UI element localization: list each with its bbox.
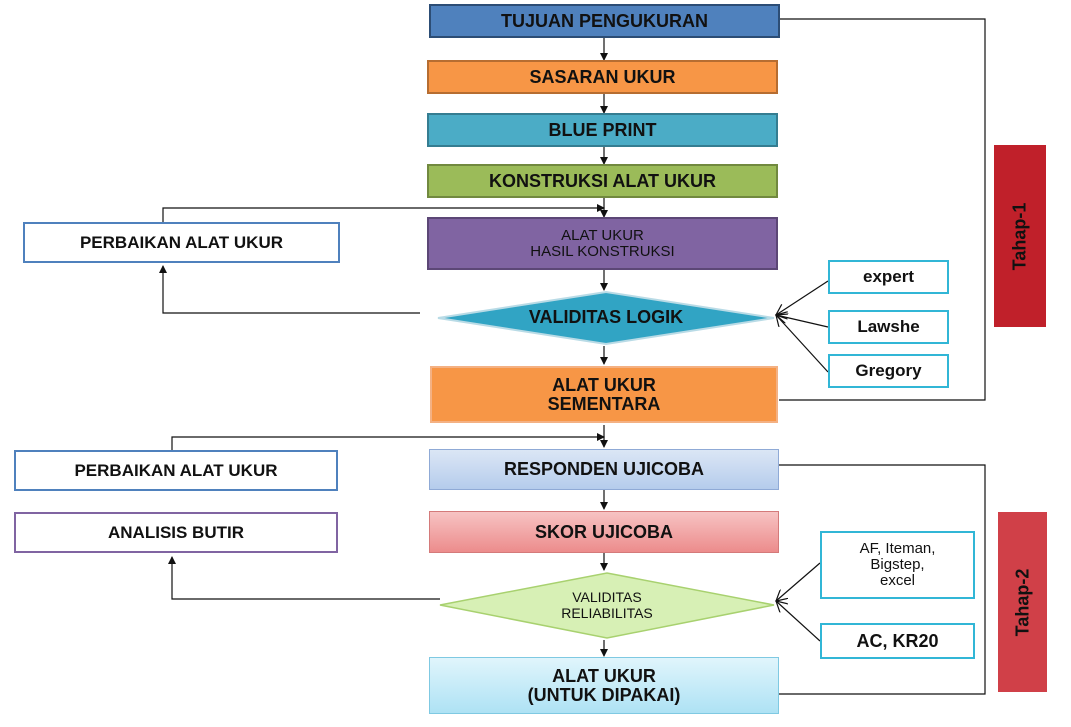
hasil-line-2: HASIL KONSTRUKSI bbox=[530, 242, 675, 260]
perbaikan-1-label: PERBAIKAN ALAT UKUR bbox=[79, 232, 284, 252]
af-line-1: AF, Iteman, bbox=[859, 540, 936, 558]
responden-ujicoba-label: RESPONDEN UJICOBA bbox=[503, 459, 705, 480]
expert-box: expert bbox=[828, 260, 949, 294]
sasaran-ukur-box: SASARAN UKUR bbox=[427, 60, 778, 94]
alat-ukur-dipakai-box: ALAT UKUR (UNTUK DIPAKAI) bbox=[429, 657, 779, 714]
tujuan-pengukuran-label: TUJUAN PENGUKURAN bbox=[500, 10, 708, 31]
validitas-reliabilitas-shape bbox=[439, 572, 775, 639]
ac-kr20-label: AC, KR20 bbox=[856, 630, 939, 651]
sementara-line-1: ALAT UKUR bbox=[552, 374, 656, 395]
validitas-reliabilitas-decision: VALIDITAS RELIABILITAS bbox=[438, 571, 776, 640]
tahap-1-bar: Tahap-1 bbox=[994, 145, 1046, 327]
alat-ukur-sementara-box: ALAT UKUR SEMENTARA bbox=[430, 366, 778, 423]
analisis-butir-box: ANALISIS BUTIR bbox=[14, 512, 338, 553]
alat-ukur-hasil-konstruksi-box: ALAT UKUR HASIL KONSTRUKSI bbox=[427, 217, 778, 270]
skor-ujicoba-label: SKOR UJICOBA bbox=[534, 521, 673, 542]
sasaran-ukur-label: SASARAN UKUR bbox=[529, 66, 676, 87]
analisis-butir-label: ANALISIS BUTIR bbox=[108, 522, 244, 542]
validitas-reliabilitas-line-1: VALIDITAS bbox=[572, 589, 642, 606]
af-iteman-box: AF, Iteman, Bigstep, excel bbox=[820, 531, 975, 599]
hasil-line-1: ALAT UKUR bbox=[561, 226, 644, 244]
konstruksi-alat-ukur-label: KONSTRUKSI ALAT UKUR bbox=[489, 170, 716, 191]
lawshe-box: Lawshe bbox=[828, 310, 949, 344]
tahap-2-label: Tahap-2 bbox=[1012, 568, 1032, 636]
dipakai-line-1: ALAT UKUR bbox=[552, 665, 656, 686]
perbaikan-alat-ukur-box-1: PERBAIKAN ALAT UKUR bbox=[23, 222, 340, 263]
tujuan-pengukuran-box: TUJUAN PENGUKURAN bbox=[429, 4, 780, 38]
af-line-2: Bigstep, bbox=[870, 556, 925, 574]
konstruksi-alat-ukur-box: KONSTRUKSI ALAT UKUR bbox=[427, 164, 778, 198]
responden-ujicoba-box: RESPONDEN UJICOBA bbox=[429, 449, 779, 490]
validitas-logik-decision: VALIDITAS LOGIK bbox=[436, 290, 776, 346]
blue-print-label: BLUE PRINT bbox=[548, 119, 657, 140]
expert-label: expert bbox=[862, 267, 915, 287]
perbaikan-alat-ukur-box-2: PERBAIKAN ALAT UKUR bbox=[14, 450, 338, 491]
lawshe-label: Lawshe bbox=[857, 317, 920, 337]
blue-print-box: BLUE PRINT bbox=[427, 113, 778, 147]
perbaikan-2-label: PERBAIKAN ALAT UKUR bbox=[74, 460, 278, 480]
validitas-logik-label: VALIDITAS LOGIK bbox=[528, 307, 684, 328]
tahap-2-bar: Tahap-2 bbox=[998, 512, 1047, 692]
ac-kr20-box: AC, KR20 bbox=[820, 623, 975, 659]
sementara-line-2: SEMENTARA bbox=[547, 393, 661, 414]
validitas-logik-shape bbox=[437, 290, 775, 346]
gregory-label: Gregory bbox=[855, 361, 922, 381]
gregory-box: Gregory bbox=[828, 354, 949, 388]
tahap-1-label: Tahap-1 bbox=[1009, 202, 1030, 270]
dipakai-line-2: (UNTUK DIPAKAI) bbox=[527, 684, 681, 705]
skor-ujicoba-box: SKOR UJICOBA bbox=[429, 511, 779, 553]
validitas-reliabilitas-line-2: RELIABILITAS bbox=[561, 604, 653, 621]
af-line-3: excel bbox=[879, 571, 916, 589]
